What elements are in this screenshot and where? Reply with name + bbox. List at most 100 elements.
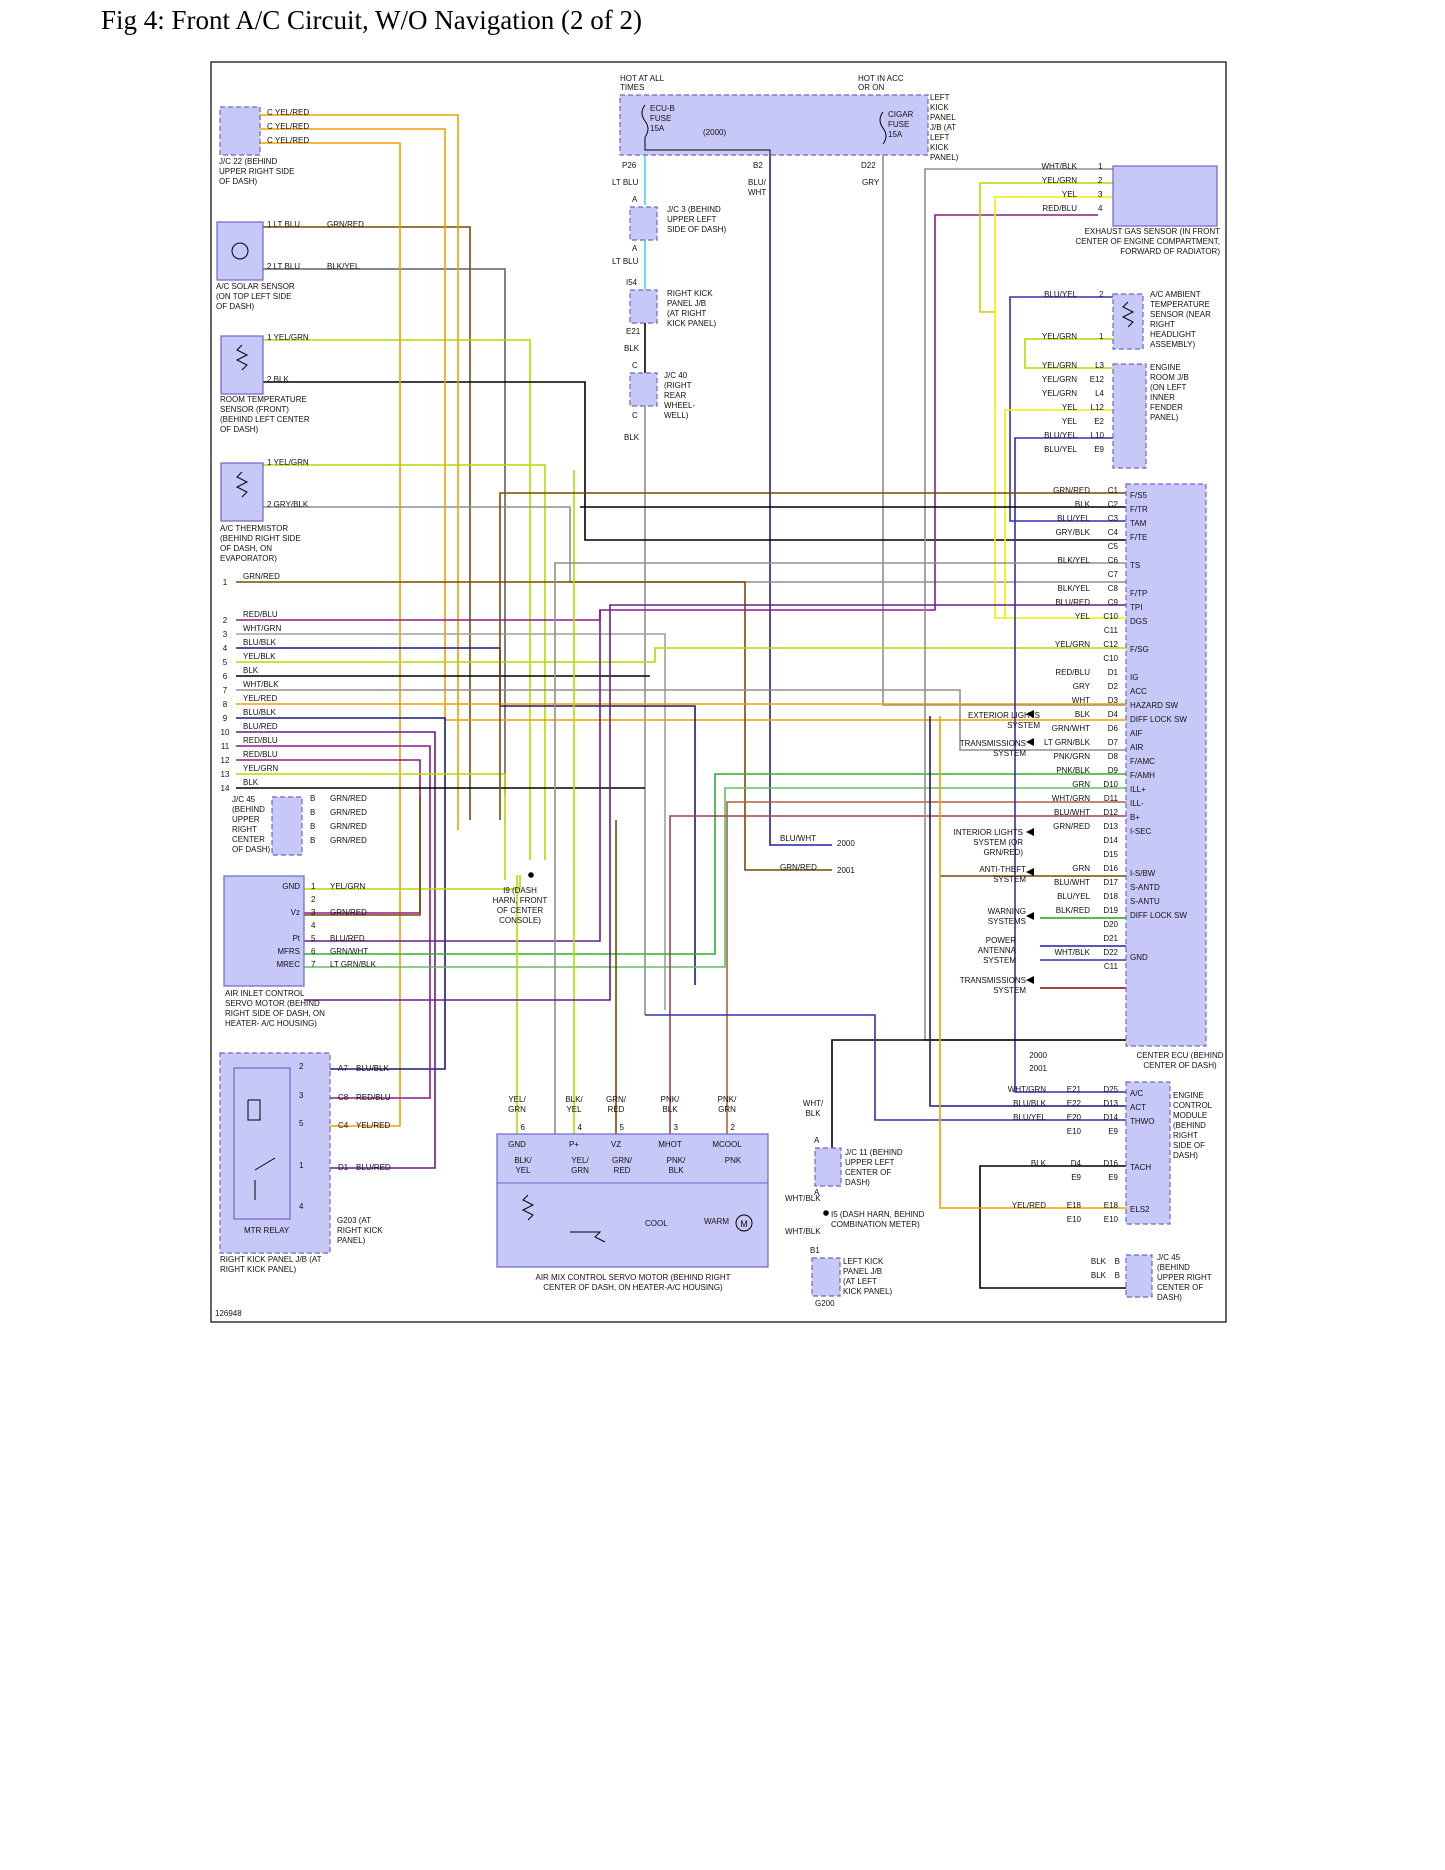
jc45-bottom-connector xyxy=(1125,1254,1153,1298)
air-mix-pin-number: 3 xyxy=(674,1123,679,1132)
air-mix-pin-number: 5 xyxy=(620,1123,625,1132)
ecu-signal: F/SG xyxy=(1130,645,1149,654)
ecu-wire-label: WHT xyxy=(1072,696,1090,705)
ambient-sensor xyxy=(1112,293,1144,350)
figure-title: Fig 4: Front A/C Circuit, W/O Navigation… xyxy=(101,5,642,35)
thermistor-label: EVAPORATOR) xyxy=(220,554,277,563)
therm-pin-label: 1 YEL/GRN xyxy=(267,458,309,467)
year-2001-label: 2001 xyxy=(837,866,855,875)
ecu-pin: C10 xyxy=(1103,612,1118,621)
thermistor-icon xyxy=(1121,301,1135,328)
air-inlet-label: SERVO MOTOR (BEHIND xyxy=(225,999,320,1008)
left-kick-jb-label: LEFT xyxy=(930,133,950,142)
interior-lights-label: SYSTEM (OR xyxy=(973,838,1023,847)
exhaust-wire-label: YEL xyxy=(1062,190,1078,199)
wire-color-label: WHT/BLK xyxy=(243,680,279,689)
jc45-label: OF DASH) xyxy=(232,845,271,854)
ambient-pin-number: 1 xyxy=(1099,332,1104,341)
ecu-signal: S-ANTD xyxy=(1130,883,1160,892)
exhaust-wire-label: WHT/BLK xyxy=(1041,162,1077,171)
ecu-wire-label: GRN/RED xyxy=(1053,486,1090,495)
fuse-icon xyxy=(879,111,887,145)
ecu-signal: F/TP xyxy=(1130,589,1147,598)
resistor-icon xyxy=(521,1194,535,1221)
wire-label: LT BLU xyxy=(612,257,639,266)
wire-blu-wht xyxy=(769,155,832,846)
wire-blu-yel xyxy=(1009,296,1126,522)
wire-lt-blu-label: LT BLU xyxy=(612,178,639,187)
wire-number: 1 xyxy=(223,578,228,587)
servo-pin-name: Pt xyxy=(292,934,300,943)
air-mix-wire-label: BLK/ xyxy=(565,1095,583,1104)
i9-label: OF CENTER xyxy=(497,906,543,915)
jc3-label: SIDE OF DASH) xyxy=(667,225,726,234)
grn-red-label: GRN/RED xyxy=(780,863,817,872)
ecu-signal: TPI xyxy=(1130,603,1142,612)
relay-pin-number: 5 xyxy=(299,1119,304,1128)
ecu-signal: DGS xyxy=(1130,617,1147,626)
ecm-pin: D4 xyxy=(1071,1159,1082,1168)
wire-yel-grn xyxy=(236,773,506,880)
ecu-pin: D16 xyxy=(1103,864,1118,873)
relay-pin-number: 2 xyxy=(299,1062,304,1071)
exhaust-gas-sensor xyxy=(1112,165,1218,227)
rkjb2-label: RIGHT KICK PANEL J/B (AT xyxy=(220,1255,322,1264)
ejb-pin-number: L10 xyxy=(1091,431,1105,440)
jc45-label: UPPER xyxy=(232,815,260,824)
g203-label: RIGHT KICK xyxy=(337,1226,383,1235)
ecu-signal: I-S/BW xyxy=(1130,869,1156,878)
relay-wire-label: BLU/RED xyxy=(356,1163,391,1172)
rkjb-connector xyxy=(629,289,658,324)
interior-lights-label: GRN/RED) xyxy=(983,848,1023,857)
jc45-label: RIGHT xyxy=(232,825,257,834)
jc45-pin: B xyxy=(310,836,315,845)
wire-grn-red xyxy=(236,581,832,871)
room-pin-label: 2 BLK xyxy=(267,375,289,384)
jc40-label: J/C 40 xyxy=(664,371,688,380)
wire-blu-red xyxy=(236,731,436,1169)
air-mix-inner-label: PNK xyxy=(725,1156,742,1165)
ecm-label: CONTROL xyxy=(1173,1101,1213,1110)
left-kick-jb-label: J/B (AT xyxy=(930,123,956,132)
ejb-wire-label: YEL xyxy=(1062,403,1078,412)
g200-label: G200 xyxy=(815,1299,835,1308)
wire-blu-wht-label: WHT xyxy=(748,188,766,197)
blu-wht-label: BLU/WHT xyxy=(780,834,816,843)
room-temp-label: OF DASH) xyxy=(220,425,259,434)
ecu-wire-label: BLU/YEL xyxy=(1057,892,1090,901)
ecu-pin: D18 xyxy=(1103,892,1118,901)
thermistor-icon xyxy=(235,471,249,498)
motor-label: M xyxy=(740,1219,748,1229)
air-mix-wire-label: YEL/ xyxy=(508,1095,526,1104)
exhaust-pin-number: 1 xyxy=(1098,162,1103,171)
year-2000-label: 2000 xyxy=(1029,1051,1047,1060)
ecu-pin: D6 xyxy=(1108,724,1119,733)
jc45-label: CENTER xyxy=(232,835,265,844)
air-mix-wire-label: BLK xyxy=(662,1105,678,1114)
jc22-label: UPPER RIGHT SIDE xyxy=(219,167,294,176)
ejb-wire-label: YEL xyxy=(1062,417,1078,426)
ecu-wire-label: GRN/RED xyxy=(1053,822,1090,831)
ejb-label: ENGINE xyxy=(1150,363,1181,372)
i5-label: I5 (DASH HARN, BEHIND xyxy=(831,1210,925,1219)
ecu-pin: D7 xyxy=(1108,738,1119,747)
arrow-icon xyxy=(1026,828,1034,836)
wire-yel-grn xyxy=(263,464,546,860)
jc11-label: DASH) xyxy=(845,1178,870,1187)
jc40-label: WHEEL- xyxy=(664,401,695,410)
jc45-wire-label: GRN/RED xyxy=(330,836,367,845)
wire-color-label: WHT/GRN xyxy=(243,624,281,633)
wire-wht-blk xyxy=(831,1039,1126,1148)
wire-yel xyxy=(1004,409,1113,618)
wire-number: 12 xyxy=(221,756,230,765)
jc45-pin: B xyxy=(310,808,315,817)
year-2001-label: 2001 xyxy=(1029,1064,1047,1073)
rkjb-label: PANEL J/B xyxy=(667,299,706,308)
wire-blu-red xyxy=(304,610,601,942)
ecu-wire-label: WHT/BLK xyxy=(1054,948,1090,957)
ecm-pin: E9 xyxy=(1108,1173,1118,1182)
servo-pin-name: GND xyxy=(282,882,300,891)
solar-wire-label: GRN/RED xyxy=(327,220,364,229)
jc11-label: J/C 11 (BEHIND xyxy=(845,1148,903,1157)
